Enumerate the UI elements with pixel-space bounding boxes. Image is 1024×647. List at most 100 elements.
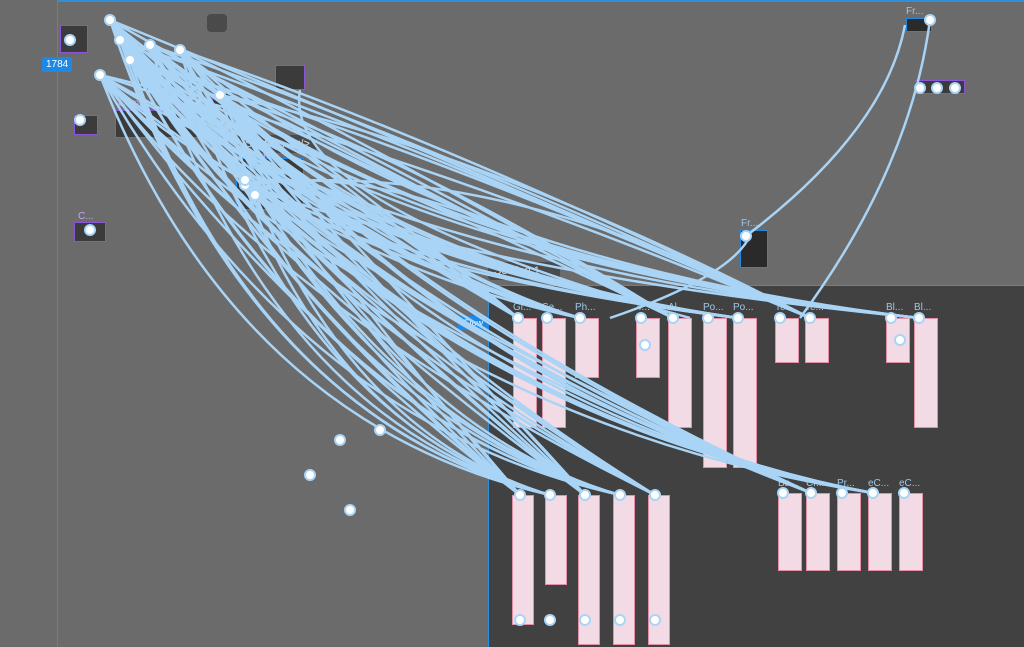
connection-node[interactable]: [514, 614, 526, 626]
frame-label: eC...: [899, 478, 921, 489]
connection-node[interactable]: [931, 82, 943, 94]
connection-line[interactable]: [297, 89, 691, 320]
connection-line[interactable]: [243, 184, 551, 497]
frame-label: Ph...: [575, 302, 596, 313]
connection-node[interactable]: [867, 487, 879, 499]
connection-line[interactable]: [243, 184, 621, 497]
connection-node[interactable]: [639, 339, 651, 351]
connection-node[interactable]: [174, 44, 186, 56]
connection-node[interactable]: [949, 82, 961, 94]
connection-node[interactable]: [924, 14, 936, 26]
frame[interactable]: [886, 318, 910, 363]
connection-line[interactable]: [219, 93, 811, 320]
frame[interactable]: [575, 318, 599, 378]
connection-node[interactable]: [774, 312, 786, 324]
connection-node[interactable]: [544, 489, 556, 501]
connection-line[interactable]: [219, 94, 586, 496]
connection-line[interactable]: [798, 19, 932, 319]
connection-node[interactable]: [544, 614, 556, 626]
connection-line[interactable]: [99, 74, 586, 497]
connection-line[interactable]: [219, 94, 812, 495]
connection-line[interactable]: [99, 73, 811, 320]
connection-node[interactable]: [649, 489, 661, 501]
frame[interactable]: [668, 318, 692, 428]
connection-node[interactable]: [84, 224, 96, 236]
connection-node[interactable]: [702, 312, 714, 324]
connection-line[interactable]: [745, 24, 907, 237]
connection-line[interactable]: [219, 94, 739, 320]
connection-node[interactable]: [94, 69, 106, 81]
connection-node[interactable]: [214, 89, 226, 101]
connection-line[interactable]: [609, 235, 752, 320]
frame-label: Fr...: [906, 6, 924, 17]
connection-node[interactable]: [514, 489, 526, 501]
connection-line[interactable]: [129, 59, 581, 320]
connection-node[interactable]: [804, 312, 816, 324]
frame-label: Po...: [703, 302, 724, 313]
connection-node[interactable]: [344, 504, 356, 516]
connection-node[interactable]: [512, 312, 524, 324]
connection-node[interactable]: [74, 114, 86, 126]
connection-node[interactable]: [913, 312, 925, 324]
frame[interactable]: [805, 318, 829, 363]
connection-node[interactable]: [579, 614, 591, 626]
connection-line[interactable]: [98, 74, 551, 497]
connection-node[interactable]: [334, 434, 346, 446]
connection-node[interactable]: [64, 34, 76, 46]
frame[interactable]: [868, 493, 892, 571]
connection-line[interactable]: [219, 93, 920, 320]
connection-line[interactable]: [218, 94, 656, 497]
frame[interactable]: [545, 495, 567, 585]
connection-node[interactable]: [836, 487, 848, 499]
connection-line[interactable]: [218, 94, 521, 496]
connection-line[interactable]: [149, 44, 586, 496]
connection-node[interactable]: [114, 34, 126, 46]
connection-node[interactable]: [104, 14, 116, 26]
connection-node[interactable]: [374, 424, 386, 436]
frame[interactable]: [914, 318, 938, 428]
connection-node[interactable]: [635, 312, 647, 324]
connection-line[interactable]: [244, 183, 920, 320]
connection-node[interactable]: [574, 312, 586, 324]
connection-node[interactable]: [894, 334, 906, 346]
frame-label: eC...: [868, 478, 890, 489]
frame-label: Fr...: [741, 218, 759, 229]
connection-node[interactable]: [249, 189, 261, 201]
connection-line[interactable]: [244, 179, 811, 320]
connection-node[interactable]: [885, 312, 897, 324]
connection-node[interactable]: [649, 614, 661, 626]
frame[interactable]: [775, 318, 799, 363]
connection-node[interactable]: [898, 487, 910, 499]
frame[interactable]: [778, 493, 802, 571]
connection-node[interactable]: [304, 469, 316, 481]
connection-node[interactable]: [732, 312, 744, 324]
connection-line[interactable]: [148, 44, 551, 497]
frame[interactable]: [837, 493, 861, 571]
frame[interactable]: [899, 493, 923, 571]
frame-label: 4...: [636, 302, 650, 313]
connection-line[interactable]: [148, 44, 521, 496]
connection-node[interactable]: [614, 489, 626, 501]
connection-node[interactable]: [579, 489, 591, 501]
connection-node[interactable]: [541, 312, 553, 324]
component-label: C...: [78, 211, 94, 222]
connection-node[interactable]: [914, 82, 926, 94]
connection-line[interactable]: [148, 44, 656, 497]
connection-line[interactable]: [98, 74, 621, 497]
connection-line[interactable]: [218, 94, 621, 497]
connection-node[interactable]: [239, 174, 251, 186]
frame[interactable]: [733, 318, 757, 468]
code-button-top[interactable]: [207, 14, 227, 32]
connection-line[interactable]: [219, 93, 674, 320]
connection-node[interactable]: [805, 487, 817, 499]
connection-line[interactable]: [219, 94, 581, 320]
frame[interactable]: [806, 493, 830, 571]
connection-node[interactable]: [144, 39, 156, 51]
connection-node[interactable]: [777, 487, 789, 499]
connection-node[interactable]: [667, 312, 679, 324]
connection-node[interactable]: [614, 614, 626, 626]
connection-node[interactable]: [124, 54, 136, 66]
connection-node[interactable]: [740, 230, 752, 242]
connection-line[interactable]: [179, 49, 519, 320]
connection-line[interactable]: [148, 44, 621, 497]
